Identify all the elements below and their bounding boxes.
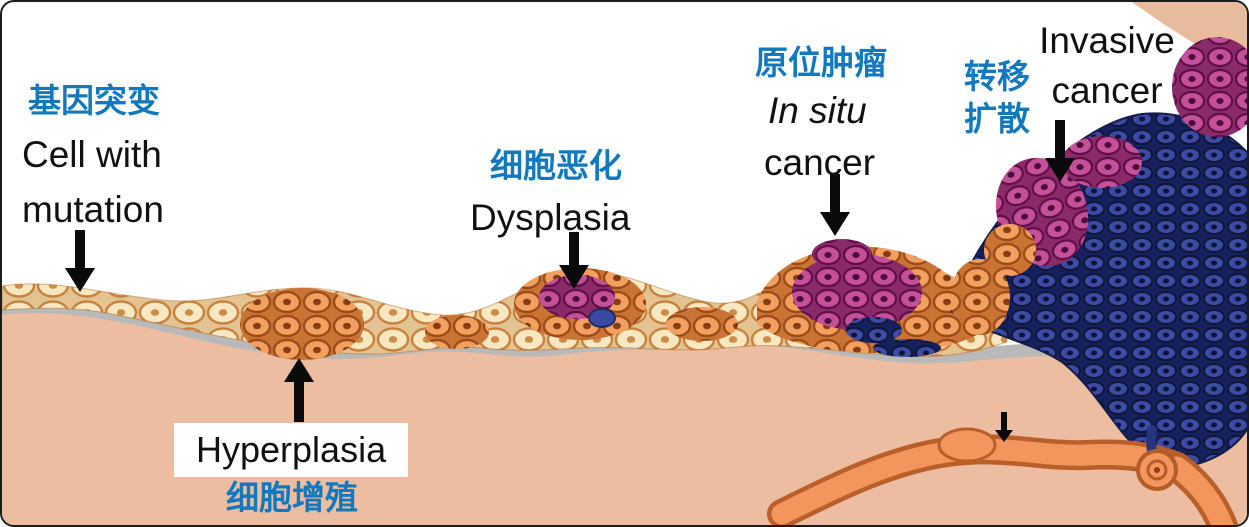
membrane-blue-streak	[873, 339, 941, 357]
orange-cells-patch-2	[666, 307, 738, 341]
label-in-situ-cn: 原位肿瘤	[755, 44, 887, 81]
hyperplasia-arrow	[284, 358, 314, 422]
invasive-magenta-patch-3	[1172, 37, 1247, 137]
label-gene-mutation-cn: 基因突变	[28, 82, 160, 119]
in-situ-core	[792, 254, 922, 330]
in-situ-blue-patch	[846, 317, 902, 343]
label-hyperplasia-cn: 细胞增殖	[226, 479, 358, 516]
invasive-orange-flank-1	[950, 259, 1010, 335]
label-hyperplasia: Hyperplasia	[174, 423, 409, 477]
blood-vessel	[767, 427, 1239, 525]
invasive-magenta-patch-2	[1062, 136, 1142, 188]
label-invasive-cancer: Invasive cancer	[1039, 20, 1175, 111]
label-in-situ-cancer: cancer	[764, 142, 876, 183]
in-situ-arrow	[820, 174, 850, 236]
in-situ-top-bump	[812, 239, 872, 269]
dysplasia-cells-core	[539, 275, 615, 319]
intravasation-node	[1136, 425, 1178, 491]
invasive-arrow	[1045, 120, 1075, 182]
dysplasia-arrow	[559, 232, 589, 289]
invasive-orange-flank-2	[984, 224, 1036, 276]
label-metastasis-cn: 转移 扩散	[964, 58, 1030, 138]
hyperplasia-cells	[240, 288, 364, 360]
dysplasia-blue-cell	[588, 308, 616, 328]
vessel-arrow	[995, 412, 1013, 442]
orange-cells-patch	[425, 315, 489, 349]
label-in-situ-italic: In situ	[768, 90, 867, 131]
label-dysplasia-cn: 细胞恶化	[490, 147, 622, 184]
mutation-arrow	[65, 230, 95, 292]
label-dysplasia: Dysplasia	[470, 197, 631, 238]
label-cell-with-mutation: Cell with mutation	[22, 134, 164, 230]
